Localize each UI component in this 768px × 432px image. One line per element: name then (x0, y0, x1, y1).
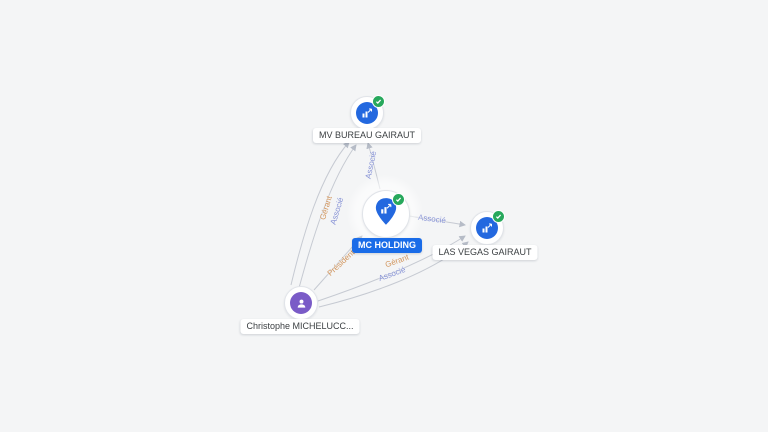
person-icon (290, 292, 312, 314)
selected-company-node-circle[interactable] (362, 190, 410, 238)
company-node-circle[interactable] (470, 210, 505, 245)
verified-check-icon (372, 95, 385, 108)
edge-person-to-mv-gerant (290, 141, 350, 286)
node-label-mv-bureau-gairaut[interactable]: MV BUREAU GAIRAUT (312, 128, 422, 143)
verified-check-icon (492, 210, 505, 223)
company-building-icon (476, 217, 498, 239)
person-node-circle[interactable] (284, 286, 318, 320)
node-las-vegas-gairaut[interactable] (470, 210, 505, 245)
verified-check-icon (392, 193, 405, 206)
edge-person-to-lv-gerant (317, 235, 466, 302)
edge-person-to-mv-associe (298, 144, 357, 289)
company-building-icon (356, 102, 378, 124)
map-pin-company-icon (373, 197, 399, 229)
node-mv-bureau-gairaut[interactable] (350, 95, 385, 130)
node-label-christophe-michelucc[interactable]: Christophe MICHELUCC... (240, 319, 360, 334)
node-label-mc-holding[interactable]: MC HOLDING (352, 238, 422, 253)
node-label-las-vegas-gairaut[interactable]: LAS VEGAS GAIRAUT (432, 245, 538, 260)
company-node-circle[interactable] (350, 95, 385, 130)
node-christophe-michelucc[interactable] (284, 286, 318, 320)
node-mc-holding[interactable] (362, 190, 410, 238)
